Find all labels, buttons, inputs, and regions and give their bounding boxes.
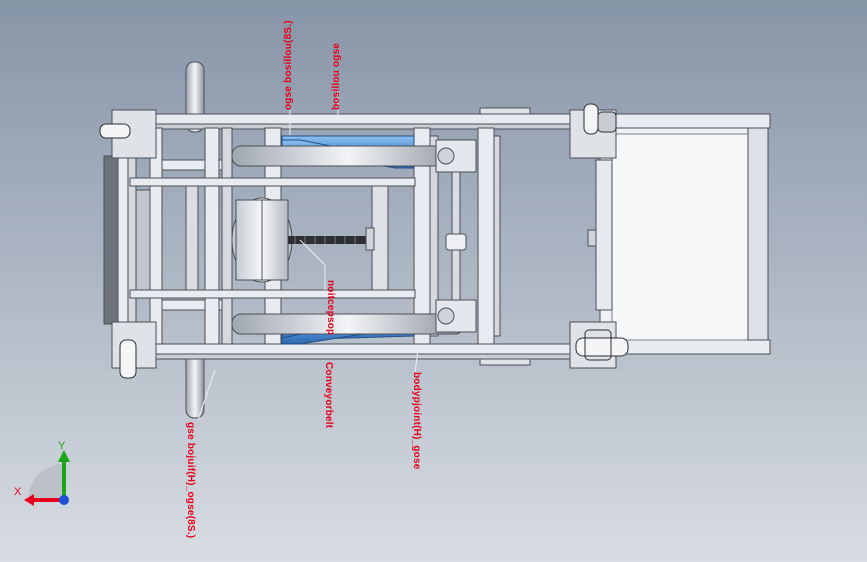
callout-label: bosillou ogse: [331, 42, 342, 110]
axis-y-label: Y: [58, 440, 66, 452]
callout-label: ogse bosillou(8S.): [283, 20, 294, 110]
left-end-frame: [103, 127, 223, 345]
callout-label: bodypjoint(H)_gose: [411, 372, 422, 470]
bracket-assembly: [435, 139, 477, 333]
cross-members: [129, 127, 501, 345]
callout-label: Conveyorbelt: [323, 362, 334, 429]
leader-lines: [197, 90, 419, 421]
caster-wheels: [99, 103, 629, 379]
axis-x-label: X: [14, 486, 22, 498]
callout-label: noitcepsop: [325, 280, 336, 336]
right-platform: [587, 127, 769, 341]
axis-triad: [24, 450, 70, 506]
callout-label: gse bojuif(H)_ogse(8S.): [185, 422, 196, 539]
cylinder-drum: [231, 197, 375, 283]
